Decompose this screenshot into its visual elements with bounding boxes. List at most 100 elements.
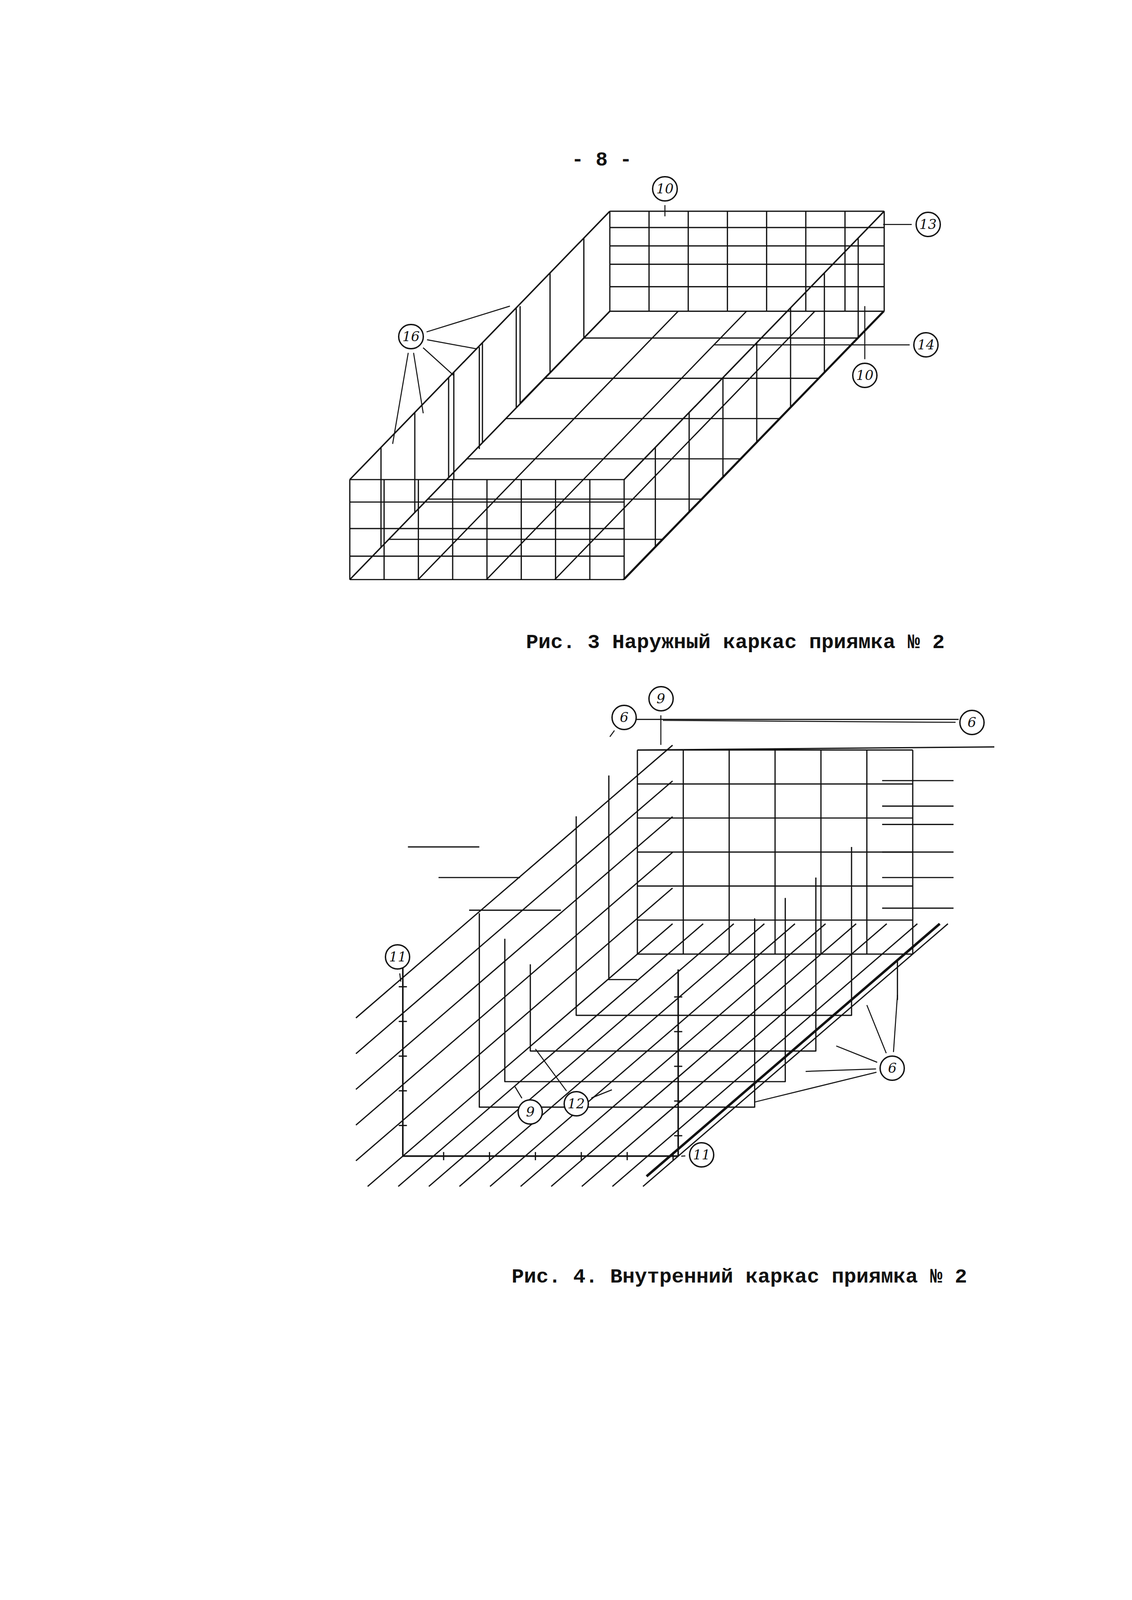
rebar-line (583, 237, 585, 338)
callout-text: 13 (919, 217, 937, 232)
rebar-line (478, 346, 481, 450)
callout-text: 6 (888, 1060, 897, 1075)
callout-text: 10 (656, 181, 674, 196)
rebar-line (756, 342, 758, 443)
callout-number: 6 (879, 1054, 905, 1081)
rebar-line (765, 211, 768, 311)
rebar-line (609, 211, 611, 311)
callout-text: 14 (917, 337, 935, 352)
rebar-line (398, 1054, 408, 1057)
rebar-line (637, 851, 913, 853)
rebar-line (469, 909, 561, 911)
rebar-line (642, 923, 948, 1186)
rebar-line (438, 876, 521, 879)
rebar-line (486, 310, 747, 579)
leader-line (399, 972, 401, 982)
rebar-line (882, 851, 954, 853)
rebar-line (882, 779, 954, 781)
callout-number: 10 (852, 362, 878, 388)
rebar-line (722, 377, 724, 478)
rebar-line (481, 342, 484, 443)
callout-number: 6 (611, 704, 637, 730)
rebar-line (452, 479, 454, 580)
rebar-line (356, 852, 673, 1125)
figure-caption: Рис. 4. Внутренний каркас приямка № 2 (509, 1264, 969, 1290)
rebar-line (882, 876, 954, 879)
leader-line (864, 305, 866, 359)
rebar-line (549, 272, 551, 373)
callout-text: 10 (856, 368, 874, 383)
leader-line (662, 719, 956, 722)
rebar-line (554, 310, 815, 579)
rebar-line (674, 1030, 683, 1033)
inner-cage (356, 718, 995, 1186)
callout-number: 11 (688, 1141, 715, 1168)
leader-line (681, 1154, 686, 1157)
rebar-line (637, 783, 913, 785)
rebar-line (520, 479, 523, 580)
rebar-line (408, 846, 480, 848)
rebar-line (349, 211, 610, 480)
rebar-line (380, 447, 382, 548)
leader-line (805, 1068, 876, 1071)
leader-line (660, 714, 662, 745)
leader-line (836, 1045, 878, 1062)
callout-text: 9 (526, 1104, 535, 1119)
rebar-line (383, 479, 385, 580)
rebar-line (520, 305, 610, 404)
rebar-line (515, 307, 517, 408)
callout-text: 11 (388, 949, 407, 964)
rebar-line (654, 447, 657, 548)
rebar-line (626, 1151, 628, 1160)
rebar-line (504, 897, 786, 1082)
rebar-line (356, 816, 673, 1089)
rebar-line (576, 816, 852, 1015)
callout-number: 14 (913, 331, 939, 358)
callout-text: 6 (967, 715, 977, 729)
rebar-line (790, 307, 792, 408)
rebar-line (520, 923, 826, 1186)
rebar-line (882, 823, 954, 825)
rebar-line (398, 1089, 408, 1091)
rebar-line (637, 952, 913, 955)
rebar-line (637, 816, 913, 819)
rebar-line (623, 310, 884, 579)
rebar-line (609, 310, 885, 312)
rebar-line (823, 272, 826, 373)
leader-lines (392, 205, 956, 1156)
rebar-line (356, 780, 673, 1054)
leader-line (609, 730, 615, 737)
rebar-line (448, 377, 450, 478)
rebar-line (551, 923, 857, 1186)
rebar-line (882, 805, 954, 807)
rebar-line (417, 479, 419, 580)
rebar-line (857, 237, 859, 338)
rebar-line (648, 211, 650, 311)
rebar-line (637, 746, 995, 750)
rebar-line (414, 412, 416, 512)
leader-line (664, 205, 666, 217)
rebar-line (403, 953, 679, 1156)
rebar-line (609, 245, 885, 247)
rebar-line (398, 1020, 408, 1022)
rebar-line (883, 211, 885, 311)
leader-line (515, 1086, 523, 1098)
rebar-line (479, 912, 755, 1107)
leader-line (713, 344, 910, 346)
leader-line (866, 1004, 887, 1054)
rebar-line (608, 775, 638, 979)
leader-line (883, 223, 912, 225)
rebar-line (398, 985, 408, 988)
callout-text: 12 (567, 1096, 585, 1111)
rebar-line (637, 884, 913, 887)
rebar-line (632, 718, 959, 720)
outer-cage (349, 211, 884, 580)
rebar-line (356, 744, 673, 1018)
rebar-line (534, 1151, 537, 1160)
rebar-line (609, 227, 885, 229)
leader-line (413, 352, 424, 414)
rebar-line (637, 919, 913, 921)
rebar-line (418, 310, 678, 579)
leader-line (427, 339, 478, 349)
rebar-line (589, 479, 591, 580)
